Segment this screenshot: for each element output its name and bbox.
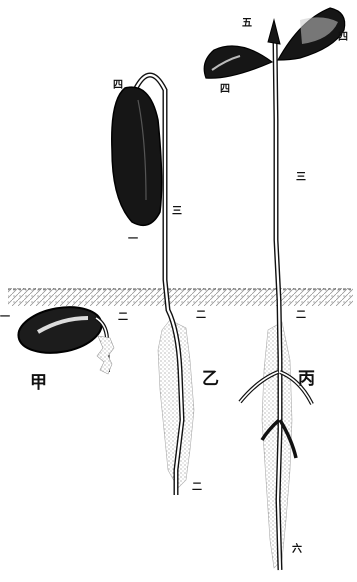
label-one-jia: 一 <box>0 312 10 323</box>
seed-jia-body <box>15 301 105 359</box>
label-five-bing: 五 <box>242 17 252 29</box>
label-two-jia: 二 <box>118 311 128 323</box>
label-two-yi-upper: 二 <box>196 309 206 321</box>
soil-surface <box>8 288 353 306</box>
label-one-yi: 一 <box>128 234 138 245</box>
panel-label-yi: 乙 <box>202 369 219 389</box>
seed-jia <box>15 301 114 374</box>
label-four-bing-left: 四 <box>220 83 230 95</box>
label-three-bing: 三 <box>296 171 306 183</box>
label-two-bing: 二 <box>296 309 306 321</box>
panel-label-bing: 丙 <box>298 369 315 389</box>
label-four-bing-right: 四 <box>338 31 348 43</box>
label-two-yi-lower: 二 <box>192 481 202 493</box>
seedling-bing-bud <box>268 20 280 44</box>
seedling-bing-left-leaf <box>204 46 272 78</box>
label-six-bing: 六 <box>292 542 302 555</box>
label-three-yi: 三 <box>172 205 182 217</box>
label-four-yi: 四 <box>113 79 123 91</box>
seedling-yi <box>112 75 194 495</box>
panel-label-jia: 甲 <box>30 373 47 393</box>
seedling-yi-cotyledon <box>112 87 162 225</box>
seed-jia-root-hairs <box>97 336 114 374</box>
